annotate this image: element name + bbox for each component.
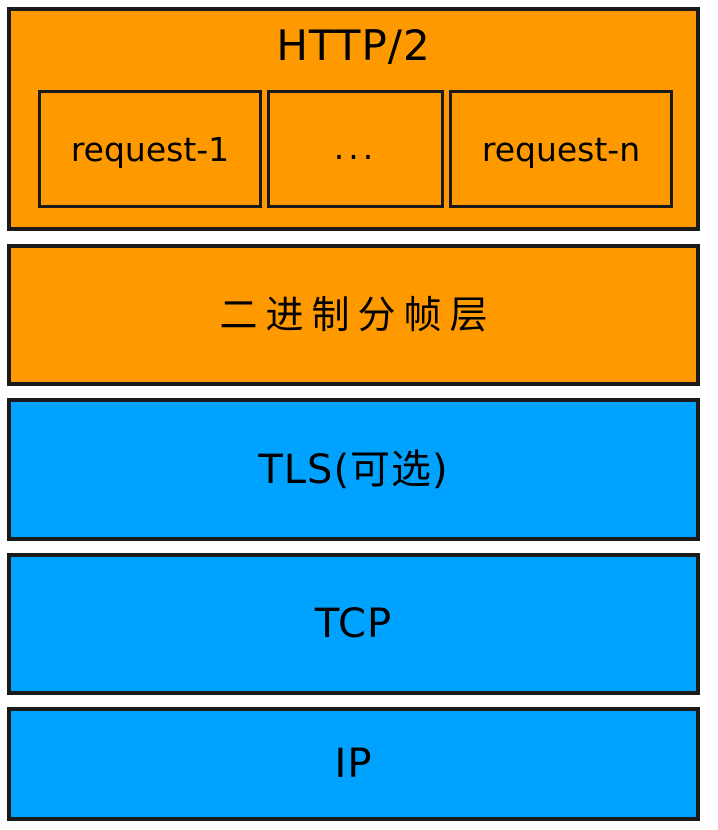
request-box-ellipsis: ... (267, 90, 444, 208)
request-box-1-label: request-1 (70, 129, 230, 169)
layer-binary-framing-label: 二进制分帧层 (219, 293, 496, 337)
layer-tls: TLS(可选) (7, 398, 700, 541)
request-box-1: request-1 (38, 90, 262, 208)
layer-http2: HTTP/2 request-1 ... request-n (7, 7, 700, 231)
layer-binary-framing: 二进制分帧层 (7, 244, 700, 386)
request-box-n-label: request-n (481, 129, 641, 169)
layer-ip-label: IP (334, 741, 373, 787)
layer-http2-label: HTTP/2 (276, 21, 431, 70)
request-row: request-1 ... request-n (38, 90, 673, 208)
layer-tcp-label: TCP (314, 601, 393, 647)
layer-ip: IP (7, 707, 700, 821)
request-box-ellipsis-label: ... (333, 127, 378, 167)
request-box-n: request-n (449, 90, 673, 208)
layer-tls-label: TLS(可选) (258, 446, 449, 493)
layer-tcp: TCP (7, 553, 700, 695)
